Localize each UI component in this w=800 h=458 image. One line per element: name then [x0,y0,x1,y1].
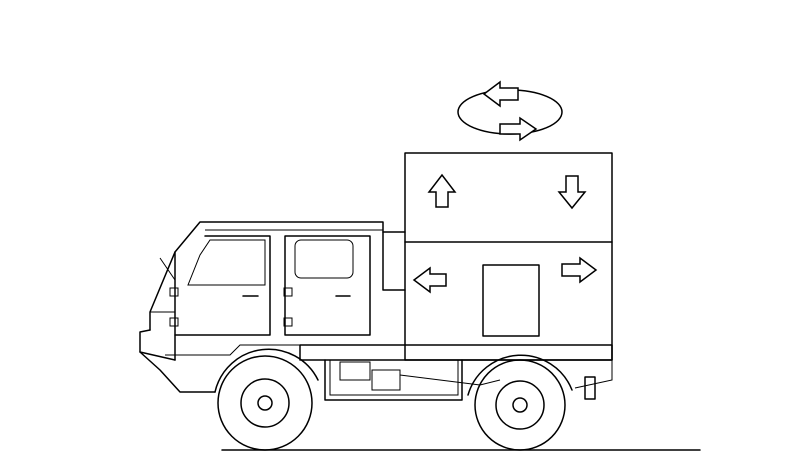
arrow-up-icon [427,173,457,208]
truck-cab [139,221,406,361]
front-wheel [214,348,319,451]
cab-window [294,239,354,279]
door-hinge [169,287,179,297]
arrow-left-icon [412,266,447,294]
door-hinge [283,317,293,327]
door-hinge [169,317,179,327]
door-hinge [283,287,293,297]
arrow-right-icon [561,256,598,284]
rear-wheel [467,354,573,451]
truck-chassis [139,344,613,401]
shelter-box [404,152,613,361]
arrow-down-icon [557,175,587,210]
shelter-door [482,264,540,337]
rotation-arrows-icon [457,80,563,142]
